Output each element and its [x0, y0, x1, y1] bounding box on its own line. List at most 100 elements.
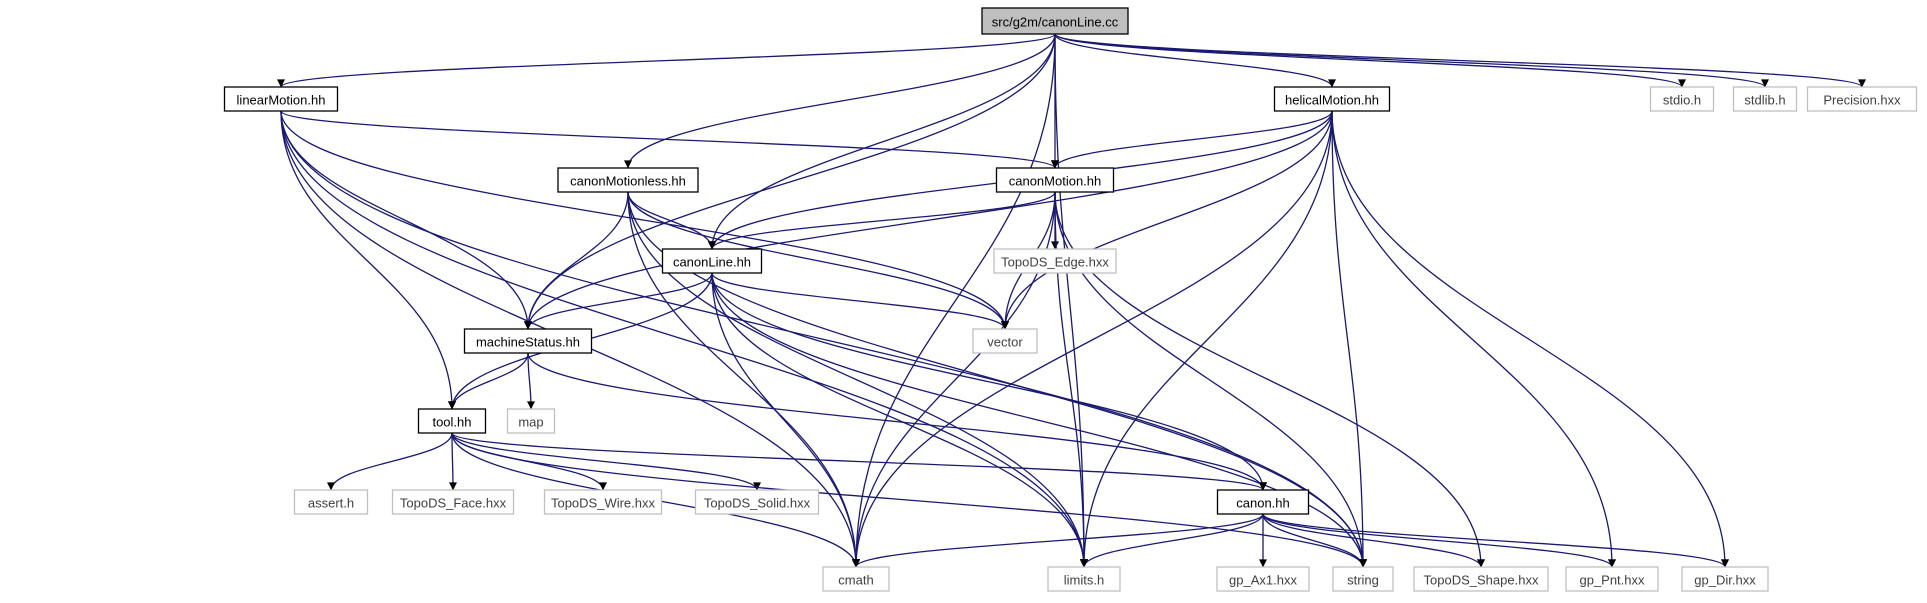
node-stdio: stdio.h: [1649, 86, 1715, 112]
edge-canon-motionless-to-limits: [627, 191, 1088, 568]
node-box: [1273, 86, 1391, 112]
edge-canon-motion-to-string: [1054, 191, 1367, 568]
edge-root-to-linear-motion: [277, 33, 1056, 88]
edge-line: [1054, 191, 1088, 568]
edge-helical-motion-to-gp-pnt: [1331, 110, 1616, 568]
edge-line: [448, 432, 457, 491]
node-label: Precision.hxx: [1823, 93, 1901, 108]
edge-line: [711, 272, 1088, 568]
edge-line: [280, 110, 1088, 568]
node-label: linearMotion.hh: [237, 93, 326, 108]
edge-line: [280, 110, 456, 410]
node-label: canonMotionless.hh: [570, 174, 686, 189]
edge-line: [280, 110, 1367, 568]
node-label: TopoDS_Edge.hxx: [1001, 255, 1109, 270]
edge-linear-motion-to-string: [280, 110, 1367, 568]
node-box: [661, 248, 763, 274]
node-box: [694, 489, 820, 515]
node-box: [1332, 566, 1394, 592]
edge-canon-motionless-to-canon-line: [627, 191, 716, 250]
node-root[interactable]: src/g2m/canonLine.cc: [981, 7, 1129, 35]
edge-line: [708, 191, 1056, 250]
edge-line: [1054, 33, 1866, 88]
node-helical-motion[interactable]: helicalMotion.hh: [1273, 86, 1391, 112]
edge-tool-to-canon: [451, 432, 1267, 491]
node-assert: assert.h: [293, 489, 369, 515]
edge-line: [451, 432, 1367, 568]
node-label: helicalMotion.hh: [1285, 93, 1379, 108]
node-label: gp_Dir.hxx: [1694, 573, 1756, 588]
node-box: [972, 328, 1038, 354]
edge-line: [1054, 33, 1769, 88]
node-label: tool.hh: [432, 415, 471, 430]
node-box: [995, 167, 1115, 193]
node-box: [1216, 566, 1310, 592]
edge-line: [1054, 33, 1336, 88]
edge-line: [1080, 110, 1333, 568]
node-canon-line[interactable]: canonLine.hh: [661, 248, 763, 274]
node-label: assert.h: [308, 496, 354, 511]
edge-line: [852, 513, 1264, 568]
edge-canon-to-cmath: [852, 513, 1264, 568]
edge-line: [1331, 110, 1729, 568]
node-topo-face: TopoDS_Face.hxx: [391, 489, 515, 515]
node-linear-motion[interactable]: linearMotion.hh: [223, 86, 339, 112]
edge-helical-motion-to-gp-dir: [1331, 110, 1729, 568]
node-box: [1732, 86, 1798, 112]
node-box: [1681, 566, 1769, 592]
node-label: TopoDS_Shape.hxx: [1424, 573, 1539, 588]
edge-line: [627, 191, 716, 250]
edge-helical-motion-to-vector: [1001, 110, 1333, 330]
node-box: [1216, 489, 1310, 515]
node-vector: vector: [972, 328, 1038, 354]
node-precision: Precision.hxx: [1806, 86, 1918, 112]
node-limits: limits.h: [1047, 566, 1121, 592]
edge-linear-motion-to-vector: [280, 110, 1009, 330]
node-machine-status[interactable]: machineStatus.hh: [463, 328, 593, 354]
node-box: [223, 86, 339, 112]
node-topo-solid: TopoDS_Solid.hxx: [694, 489, 820, 515]
edge-canon-line-to-machine-status: [524, 272, 713, 330]
edge-line: [280, 110, 1009, 330]
node-box: [981, 7, 1129, 35]
edge-line: [711, 272, 1009, 330]
node-gp-ax1: gp_Ax1.hxx: [1216, 566, 1310, 592]
edge-line: [627, 191, 1088, 568]
edge-tool-to-assert: [327, 432, 453, 491]
edge-line: [1262, 513, 1729, 568]
edge-line: [1331, 110, 1616, 568]
edge-root-to-machine-status: [524, 33, 1056, 330]
node-canon-motion[interactable]: canonMotion.hh: [995, 167, 1115, 193]
edge-machine-status-to-canon: [527, 352, 1267, 491]
node-map: map: [506, 408, 556, 434]
edge-line: [280, 110, 1059, 169]
edge-line: [1054, 33, 1088, 568]
edge-helical-motion-to-cmath: [852, 110, 1333, 568]
node-label: map: [518, 415, 543, 430]
node-box: [1565, 566, 1659, 592]
node-tool[interactable]: tool.hh: [417, 408, 487, 434]
node-box: [391, 489, 515, 515]
edge-machine-status-to-map: [526, 352, 535, 410]
edge-line: [711, 272, 860, 568]
edge-line: [1262, 513, 1616, 568]
edge-helical-motion-to-machine-status: [524, 110, 1333, 330]
node-label: TopoDS_Face.hxx: [400, 496, 507, 511]
node-gp-pnt: gp_Pnt.hxx: [1565, 566, 1659, 592]
edge-line: [524, 33, 1056, 330]
node-label: TopoDS_Wire.hxx: [551, 496, 656, 511]
edge-root-to-canon-line: [708, 33, 1056, 250]
node-box: [1047, 566, 1121, 592]
node-stdlib: stdlib.h: [1732, 86, 1798, 112]
edge-line: [451, 432, 761, 491]
edge-line: [1054, 33, 1686, 88]
node-canon-motionless[interactable]: canonMotionless.hh: [557, 167, 699, 193]
edge-tool-to-string: [451, 432, 1367, 568]
node-box: [293, 489, 369, 515]
node-label: stdio.h: [1663, 93, 1701, 108]
node-cmath: cmath: [822, 566, 890, 592]
edge-canon-to-string: [1262, 513, 1367, 568]
edge-line: [1262, 513, 1485, 568]
node-canon[interactable]: canon.hh: [1216, 489, 1310, 515]
node-box: [1806, 86, 1918, 112]
